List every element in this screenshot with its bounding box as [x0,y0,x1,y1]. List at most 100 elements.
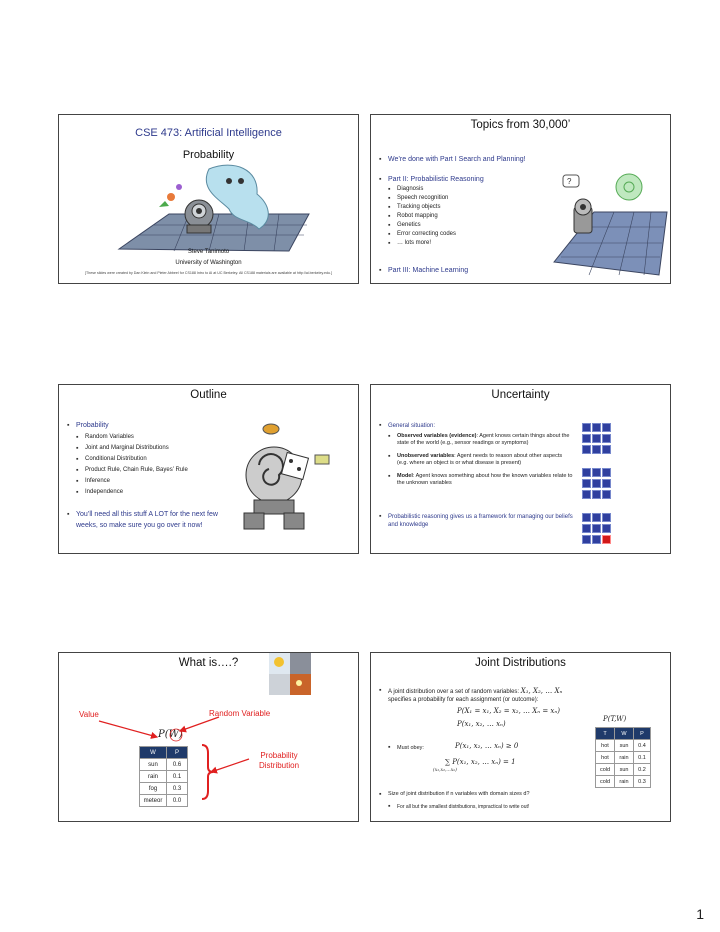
grid-cell [592,445,601,454]
list-item: Speech recognition [388,194,548,203]
grid-cell [582,468,591,477]
col-header: P [166,746,188,759]
cell: meteor [139,794,167,807]
framework-list: Probabilistic reasoning gives us a frame… [379,509,579,529]
grid-cell [592,468,601,477]
course-title: CSE 473: Artificial Intelligence [135,127,282,139]
topics-list: We’re done with Part I Search and Planni… [379,151,559,185]
grid-cell [602,490,611,499]
list-item: … lots more! [388,239,548,248]
cell: 0.3 [633,775,651,788]
cell: sun [614,763,634,776]
joint-eq-3: P(x₁, x₂, … xₙ) ≥ 0 [455,742,519,750]
list-item: Observed variables (evidence): Agent kno… [388,433,573,447]
list-item: Tracking objects [388,203,548,212]
random-variable-label: Random Variable [209,709,271,718]
must-obey-list: Must obey: [388,743,448,753]
joint-intro: A joint distribution over a set of rando… [379,687,659,704]
list-item: Joint and Marginal Distributions [76,443,236,454]
grid-cell [602,479,611,488]
col-header: P [633,727,651,740]
slide-topics: Topics from 30,000’ We’re done with Part… [370,114,671,284]
grid-cell [592,479,601,488]
topic-part-2: Part II: Probabilistic Reasoning [379,175,559,185]
list-item: Inference [76,476,236,487]
intro-text-2: specifies a probability for each assignm… [388,697,539,703]
robot-ghost-grid-illustration: ? [553,173,668,276]
outline-probability: Probability [67,421,237,431]
weather-images [269,653,311,695]
grid-cell [592,423,601,432]
cell: sun [614,739,634,752]
list-item: Model: Agent knows something about how t… [388,473,573,487]
size-answer: For all but the smallest distributions, … [388,802,658,812]
svg-text:?: ? [567,177,572,186]
framework-note: Probabilistic reasoning gives us a frame… [379,513,579,529]
topic-part-1: We’re done with Part I Search and Planni… [379,155,559,165]
cell: 0.3 [166,782,188,795]
slide-outline: Outline Probability Random Variables Joi… [58,384,359,554]
definition: : Agent knows certain things about the s… [397,433,570,446]
list-item: Independence [76,487,236,498]
intro-vars: X₁, X₂, … Xₙ [520,687,563,695]
list-item: Random Variables [76,432,236,443]
uncertainty-sublist: Observed variables (evidence): Agent kno… [388,433,573,487]
slide-title: Uncertainty [491,389,550,401]
grid-cell [602,434,611,443]
author-affiliation: University of Washington [175,260,242,266]
outline-sublist: Random Variables Joint and Marginal Dist… [76,432,236,498]
grid-cell [582,479,591,488]
cell: 0.4 [633,739,651,752]
grid-cell-highlight [602,535,611,544]
grid-cell [582,513,591,522]
cell: 0.6 [166,758,188,771]
outline-top-list: Probability [67,417,237,431]
grid-cell [582,535,591,544]
col-header: W [139,746,167,759]
grid-cell [602,445,611,454]
uncertainty-top-list: General situation: [379,417,579,431]
list-item: Product Rule, Chain Rule, Bayes’ Rule [76,465,236,476]
grid-cell [602,468,611,477]
term: Model [397,473,413,479]
list-item: Diagnosis [388,185,548,194]
grid-cell [592,434,601,443]
grid-cell [582,423,591,432]
label-line-1: Probability [260,751,298,760]
grid-cell [602,524,611,533]
list-item: Error correcting codes [388,230,548,239]
grid-cell [602,513,611,522]
slide-title: Topics from 30,000’ [470,119,571,131]
slide-joint-distributions: Joint Distributions A joint distribution… [370,652,671,822]
cell: sun [139,758,167,771]
part-2-sublist: Diagnosis Speech recognition Tracking ob… [388,185,548,248]
size-answer-list: For all but the smallest distributions, … [388,802,658,812]
grid-cell [582,434,591,443]
joint-eq-4-subscript: (x₁,x₂,…xₙ) [433,768,457,773]
ptw-expression: P(T,W) [603,715,627,723]
slide-title: Joint Distributions [475,657,566,669]
topic-part-3: Part III: Machine Learning [379,266,559,276]
slide-uncertainty: Uncertainty General situation: Observed … [370,384,671,554]
grid-cell [602,423,611,432]
general-situation: General situation: [379,421,579,431]
col-header: W [614,727,634,740]
grid-cell [582,524,591,533]
cell: rain [614,751,634,764]
outline-note: You’ll need all this stuff A LOT for the… [67,509,237,531]
annotation-arrows [98,716,250,800]
robot-ghost-illustration [117,164,310,252]
cell: 0.0 [166,794,188,807]
slide-subtitle: Probability [182,149,235,161]
size-question: Size of joint distribution if n variable… [379,791,659,798]
sensor-grid [582,423,622,544]
cell: cold [595,775,615,788]
grid-cell [592,524,601,533]
col-header: T [595,727,615,740]
list-item: Conditional Distribution [76,454,236,465]
page-number: 1 [696,906,704,922]
